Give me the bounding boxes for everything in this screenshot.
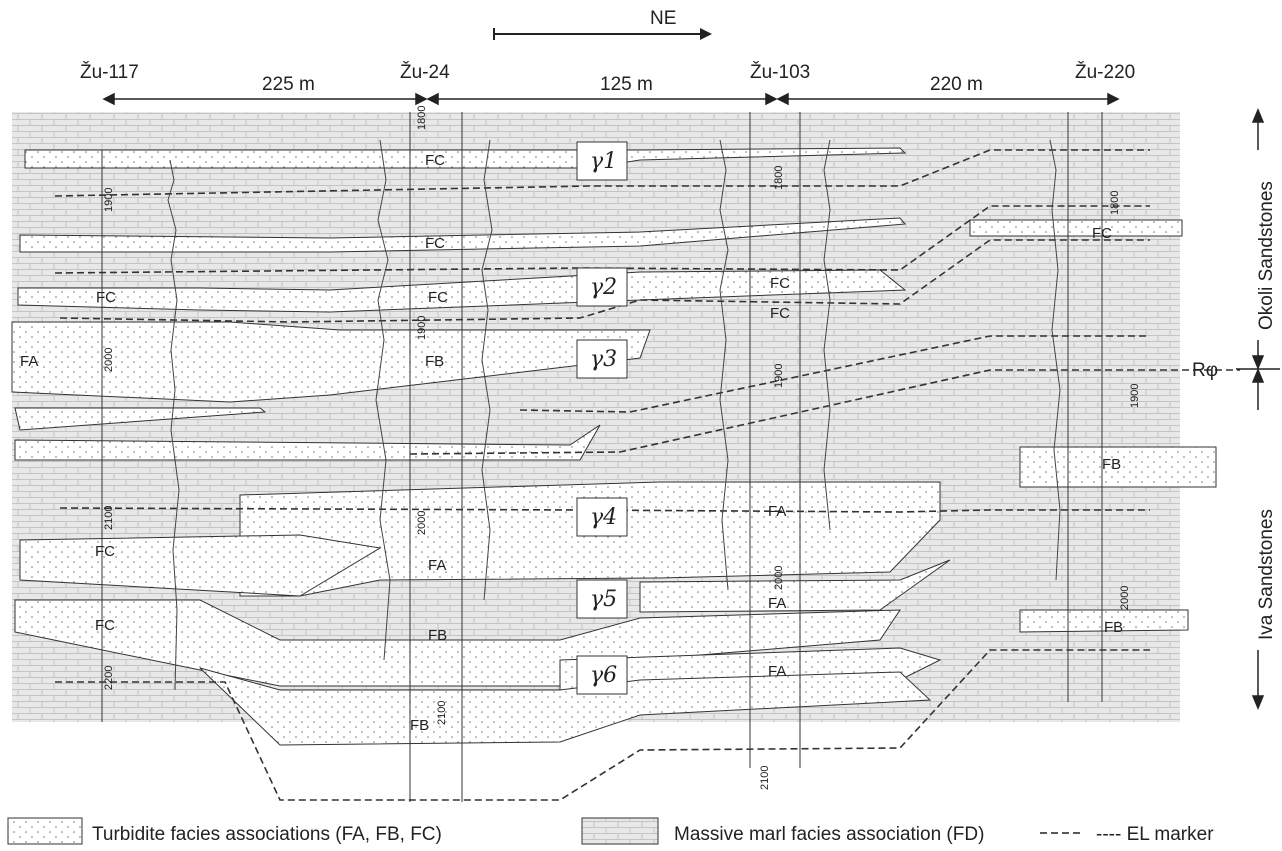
facies-label: FC	[770, 275, 790, 292]
well-name-zu-117: Žu-117	[80, 61, 139, 83]
well-lines	[101, 112, 1103, 802]
well-name-zu-24: Žu-24	[400, 61, 450, 83]
gamma-box-2: γ2	[576, 267, 628, 307]
north-east-arrow: NE	[493, 8, 712, 40]
sandstone-body-fb-bottom	[199, 667, 932, 746]
depth-2000-zu220: 2000	[1119, 586, 1131, 610]
sandstone-body-thin-1	[14, 407, 267, 431]
unit-label-iva: Iva Sandstones	[1256, 509, 1277, 640]
sandstone-body-fb-gamma5-east	[1019, 609, 1189, 633]
well-name-zu-103: Žu-103	[750, 61, 810, 83]
sandstone-body-fb-east	[1019, 446, 1217, 488]
facies-label: FC	[1092, 225, 1112, 242]
el-markers	[54, 149, 1240, 801]
facies-label: FC	[770, 305, 790, 322]
well-names: Žu-117 Žu-24 Žu-103 Žu-220	[80, 61, 1135, 83]
depth-1800-zu220: 1800	[1109, 191, 1121, 215]
facies-label: FB	[1102, 456, 1121, 473]
svg-text:γ4: γ4	[590, 505, 617, 530]
distance-label-1: 225 m	[262, 74, 315, 95]
gamma-box-1: γ1	[576, 141, 628, 181]
facies-label: FC	[95, 617, 115, 634]
facies-label: FA	[768, 503, 786, 520]
depth-2100-zu103: 2100	[759, 766, 771, 790]
facies-labels: FC FC FC FC FC FC FC FA FB FB FA FC FA F…	[20, 152, 1123, 734]
facies-label: FC	[425, 152, 445, 169]
distance-arrows	[102, 92, 1120, 106]
distance-label-2: 125 m	[600, 74, 653, 95]
facies-label: FB	[1104, 619, 1123, 636]
svg-text:γ1: γ1	[590, 149, 617, 174]
depth-1900-zu103: 1900	[773, 364, 785, 388]
svg-text:γ2: γ2	[590, 275, 617, 300]
facies-label: FB	[410, 717, 429, 734]
depth-2000-zu103: 2000	[773, 566, 785, 590]
depth-2100-zu24: 2100	[436, 701, 448, 725]
depth-labels: 1800 1900 1800 1800 2000 1900 1900 1900 …	[103, 106, 1141, 790]
legend-el-marker: ---- EL marker	[1096, 824, 1214, 845]
el-marker-6	[59, 507, 1150, 513]
depth-1800-zu24: 1800	[416, 106, 428, 130]
el-marker-1	[54, 149, 1150, 197]
legend-swatch-marl	[581, 817, 659, 845]
depth-2200-zu117: 2200	[103, 666, 115, 690]
facies-label: FB	[425, 353, 444, 370]
unit-label-okoli: Okoli Sandstones	[1256, 181, 1277, 330]
el-marker-7	[55, 649, 1150, 801]
depth-1900-zu220: 1900	[1129, 384, 1141, 408]
depth-2000-zu117: 2000	[103, 348, 115, 372]
svg-text:γ6: γ6	[590, 663, 617, 688]
depth-2000-zu24: 2000	[416, 511, 428, 535]
gamma-box-6: γ6	[576, 655, 628, 695]
legend-marl: Massive marl facies association (FD)	[674, 824, 984, 845]
facies-label: FB	[428, 627, 447, 644]
sandstone-body-fc-west-2	[14, 599, 901, 687]
facies-label: FA	[768, 595, 786, 612]
depth-1900-zu117: 1900	[103, 188, 115, 212]
gamma-box-3: γ3	[576, 339, 628, 379]
sandstone-body-fa-gamma5	[639, 559, 951, 613]
legend-turbidite: Turbidite facies associations (FA, FB, F…	[92, 824, 442, 845]
sandstone-body-thin-2	[14, 424, 601, 461]
marker-label-rphi: Rφ	[1192, 360, 1218, 381]
legend: Turbidite facies associations (FA, FB, F…	[7, 817, 1214, 845]
legend-swatch-turbidite	[7, 817, 83, 845]
sandstone-body-fc-west-1	[19, 534, 382, 597]
facies-label: FC	[95, 543, 115, 560]
gamma-box-4: γ4	[576, 497, 628, 537]
gamma-box-5: γ5	[576, 579, 628, 619]
depth-1800-zu103: 1800	[773, 166, 785, 190]
sandstone-body-fc-upper	[19, 217, 906, 253]
direction-label: NE	[650, 8, 676, 29]
sandstone-body-fc-far-east	[969, 219, 1183, 237]
facies-label: FC	[428, 289, 448, 306]
well-log-curves	[167, 139, 1061, 691]
sandstone-body-fc-gamma1	[24, 147, 907, 169]
svg-text:γ3: γ3	[590, 347, 617, 372]
facies-label: FA	[768, 663, 786, 680]
facies-label: FC	[96, 289, 116, 306]
el-marker-5	[409, 369, 1240, 455]
svg-text:γ5: γ5	[590, 587, 617, 612]
facies-label: FA	[428, 557, 446, 574]
unit-arrows	[1236, 108, 1280, 710]
el-marker-4	[519, 335, 1150, 413]
facies-label: FA	[20, 353, 38, 370]
gamma-markers: γ1 γ2 γ3 γ4 γ5 γ6	[576, 141, 628, 695]
distance-label-3: 220 m	[930, 74, 983, 95]
well-name-zu-220: Žu-220	[1075, 61, 1135, 83]
depth-2100-zu117: 2100	[103, 506, 115, 530]
facies-label: FC	[425, 235, 445, 252]
depth-1900-zu24: 1900	[416, 316, 428, 340]
sandstone-bodies	[11, 147, 1217, 746]
